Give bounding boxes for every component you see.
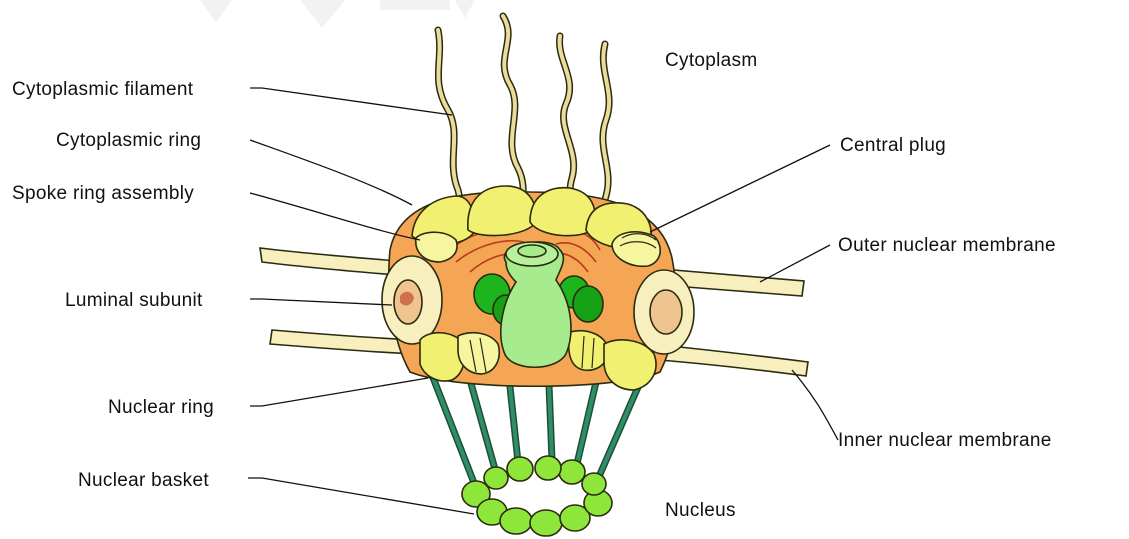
label-cytoplasm: Cytoplasm — [665, 50, 757, 71]
label-cytoplasmic-ring: Cytoplasmic ring — [56, 130, 201, 151]
label-inner-nuclear-membrane: Inner nuclear membrane — [838, 430, 1052, 451]
label-nuclear-basket: Nuclear basket — [78, 470, 209, 491]
label-luminal-subunit: Luminal subunit — [65, 290, 203, 311]
label-cytoplasmic-filament: Cytoplasmic filament — [12, 79, 194, 100]
outer-membrane-left — [260, 248, 410, 276]
watermark — [200, 0, 475, 28]
label-central-plug: Central plug — [840, 135, 946, 156]
label-outer-nuclear-membrane: Outer nuclear membrane — [838, 235, 1056, 256]
nuclear-basket-ring — [462, 456, 612, 536]
label-nucleus: Nucleus — [665, 500, 736, 521]
label-nuclear-ring: Nuclear ring — [108, 397, 214, 418]
inner-membrane-right — [658, 345, 808, 376]
label-spoke-ring-assembly: Spoke ring assembly — [12, 183, 194, 204]
